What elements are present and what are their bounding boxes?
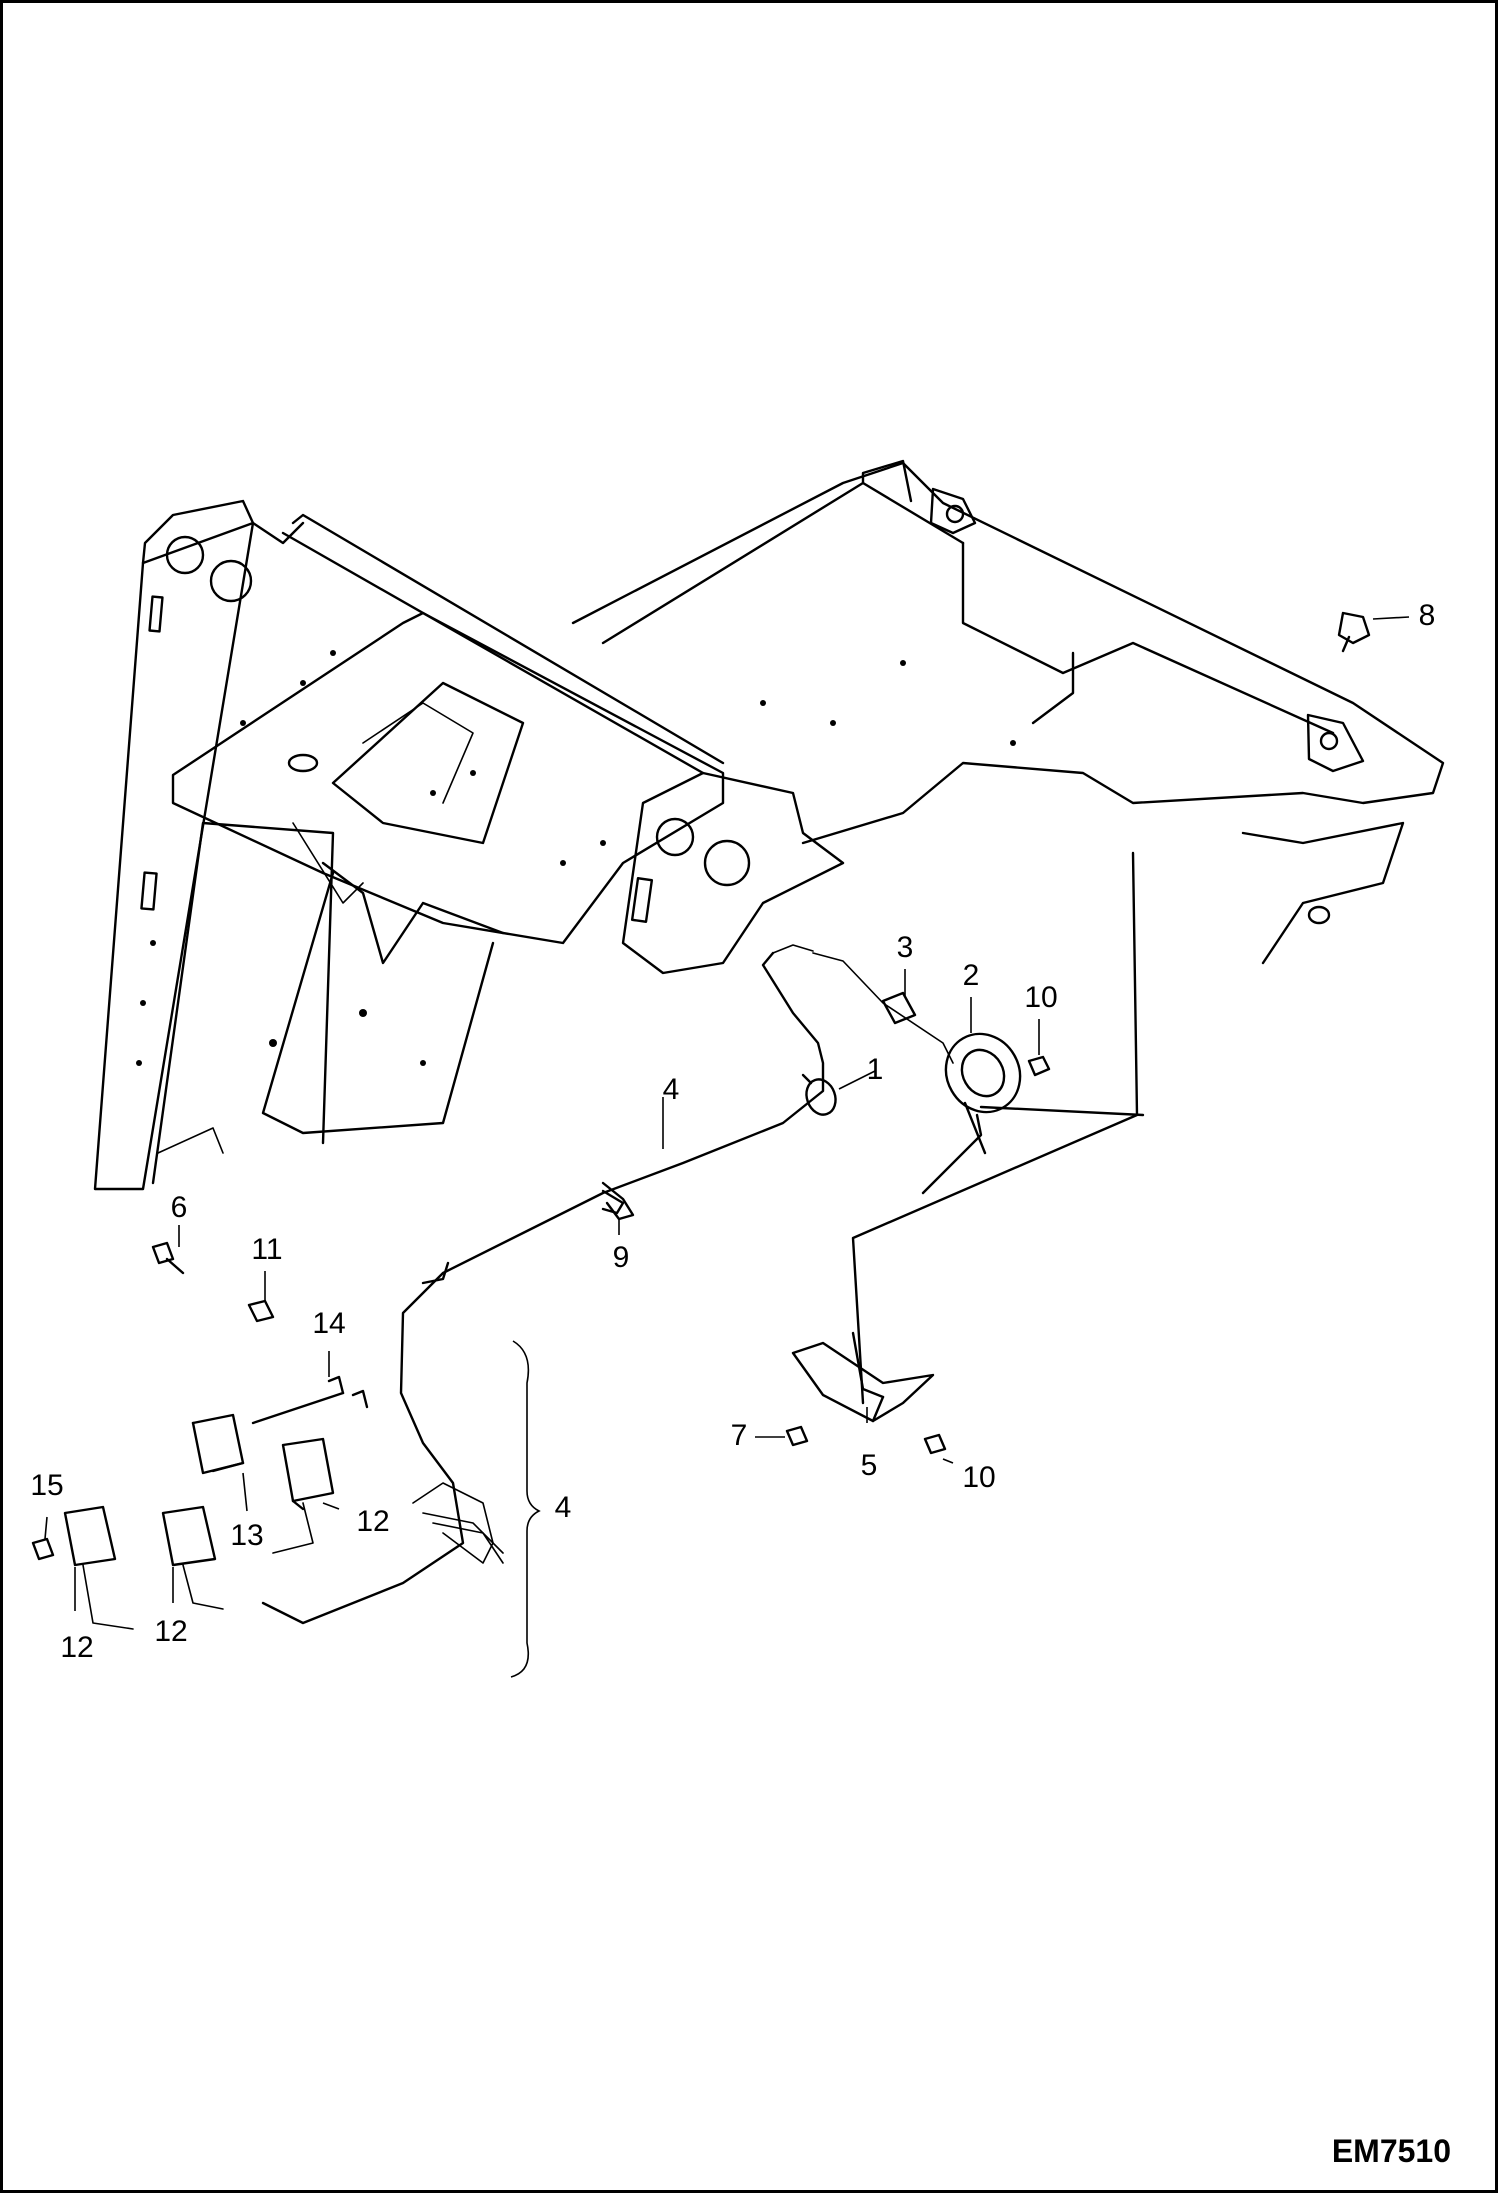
bolt-part-7 — [785, 1425, 809, 1447]
callout-12-middle: 12 — [154, 1615, 187, 1648]
wire-harness-part-4 — [261, 951, 825, 1625]
callout-4-bracket: 4 — [555, 1491, 572, 1524]
frame-left-upright — [93, 499, 335, 1191]
bolt-part-6 — [151, 1241, 185, 1275]
callout-10-lower: 10 — [962, 1461, 995, 1494]
tie-clip-part-9 — [601, 1181, 635, 1221]
relay-bracket-part-13 — [191, 1413, 245, 1475]
callout-10-upper: 10 — [1024, 981, 1057, 1014]
callout-labels: 8 1 3 2 10 4 9 5 7 10 6 11 14 12 12 12 1… — [30, 599, 1435, 1664]
callout-4-upper: 4 — [663, 1073, 680, 1106]
exploded-parts-diagram: 8 1 3 2 10 4 9 5 7 10 6 11 14 12 12 12 1… — [30, 459, 1445, 1678]
callout-6: 6 — [171, 1191, 188, 1224]
horn-bracket-part-5 — [791, 1331, 935, 1423]
clamp-part-1 — [801, 1073, 837, 1116]
bolts-part-14 — [251, 1375, 369, 1425]
callout-5: 5 — [861, 1449, 878, 1482]
relay-part-12-right — [272, 1437, 335, 1554]
frame-rear-deck — [571, 459, 1445, 1405]
callout-1: 1 — [867, 1053, 884, 1086]
callout-8: 8 — [1419, 599, 1436, 632]
figure-id-label: EM7510 — [1331, 2133, 1451, 2169]
frame-cross-member — [171, 513, 725, 1135]
frame-right-upright — [601, 481, 965, 975]
callout-2: 2 — [963, 959, 980, 992]
callout-7: 7 — [731, 1419, 748, 1452]
callout-12-right: 12 — [356, 1505, 389, 1538]
bolt-part-8 — [1337, 611, 1371, 653]
relay-part-12-middle — [161, 1505, 224, 1610]
horn-part-2 — [944, 1032, 1022, 1155]
callout-11: 11 — [251, 1233, 282, 1266]
callout-12-left: 12 — [60, 1631, 93, 1664]
nut-part-10-upper — [1027, 1055, 1051, 1077]
callout-15: 15 — [30, 1469, 63, 1502]
callout-14: 14 — [312, 1307, 345, 1340]
callout-9: 9 — [613, 1241, 630, 1274]
callout-13: 13 — [230, 1519, 263, 1552]
nut-part-11 — [247, 1299, 275, 1323]
frame-holes — [136, 650, 1016, 1066]
leader-lines — [44, 616, 1410, 1678]
callout-3: 3 — [897, 931, 914, 964]
connector-part-3 — [772, 944, 954, 1064]
relay-part-12-left — [63, 1505, 134, 1630]
nut-part-15 — [31, 1537, 55, 1561]
nut-part-10-lower — [923, 1433, 947, 1455]
